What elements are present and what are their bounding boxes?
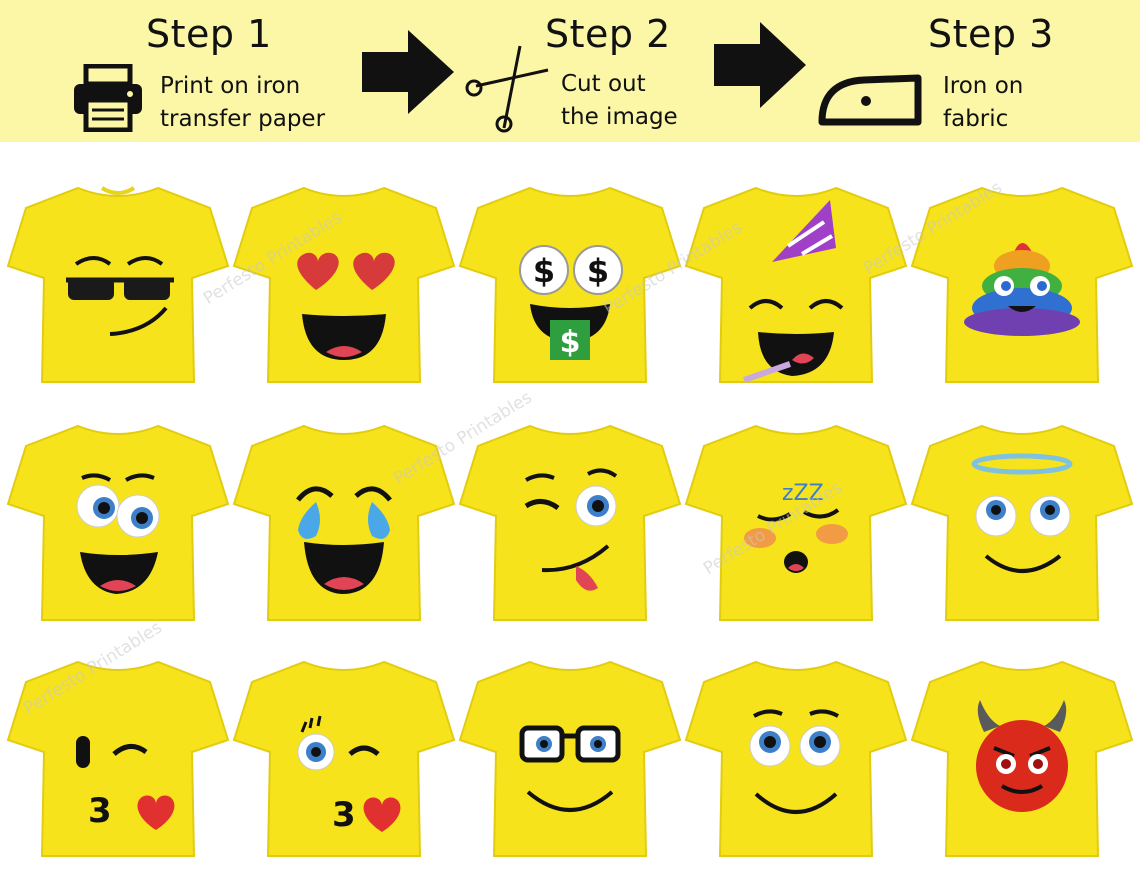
shirt-nerd-glasses-face [458, 656, 682, 866]
shirt-tears-of-joy-face [232, 420, 456, 630]
shirt-devil-face [910, 656, 1134, 866]
shirt-halo-face [910, 420, 1134, 630]
instructions-banner: Step 1 Print on iron transfer paper Step… [0, 0, 1140, 142]
shirt-grid: $ $ $ [0, 142, 1140, 893]
step-3-title: Step 3 [928, 12, 1054, 56]
step-1-text: Print on iron transfer paper [160, 73, 326, 132]
svg-text:zZZ: zZZ [782, 481, 824, 506]
step-1-title: Step 1 [146, 12, 272, 56]
shirt-winking-tongue-face [458, 420, 682, 630]
arrow-right-icon [362, 30, 454, 118]
shirt-kiss-wink-lashes-face: 3 [232, 656, 456, 866]
shirt-big-eyes-grin-face [6, 420, 230, 630]
svg-text:3: 3 [332, 795, 356, 835]
arrow-right-icon [714, 22, 806, 112]
shirt-heart-eyes-face [232, 182, 456, 392]
svg-text:$: $ [533, 252, 555, 290]
svg-text:$: $ [560, 325, 581, 360]
shirt-smiling-eyes-face [684, 656, 908, 866]
shirt-sleeping-face: zZZ [684, 420, 908, 630]
scissors-icon [464, 42, 552, 138]
svg-text:$: $ [587, 252, 609, 290]
step-2-text: Cut out the image [561, 71, 678, 130]
step-2-title: Step 2 [545, 12, 671, 56]
shirt-party-hat-face [684, 182, 908, 392]
shirt-rainbow-poop [910, 182, 1134, 392]
svg-text:3: 3 [88, 791, 112, 831]
shirt-sunglasses-face [6, 182, 230, 392]
step-3-text: Iron on fabric [943, 73, 1024, 132]
printer-icon [72, 63, 144, 136]
shirt-kiss-wink-face: 3 [6, 656, 230, 866]
iron-icon [814, 74, 930, 132]
shirt-money-eyes-face: $ $ $ [458, 182, 682, 392]
